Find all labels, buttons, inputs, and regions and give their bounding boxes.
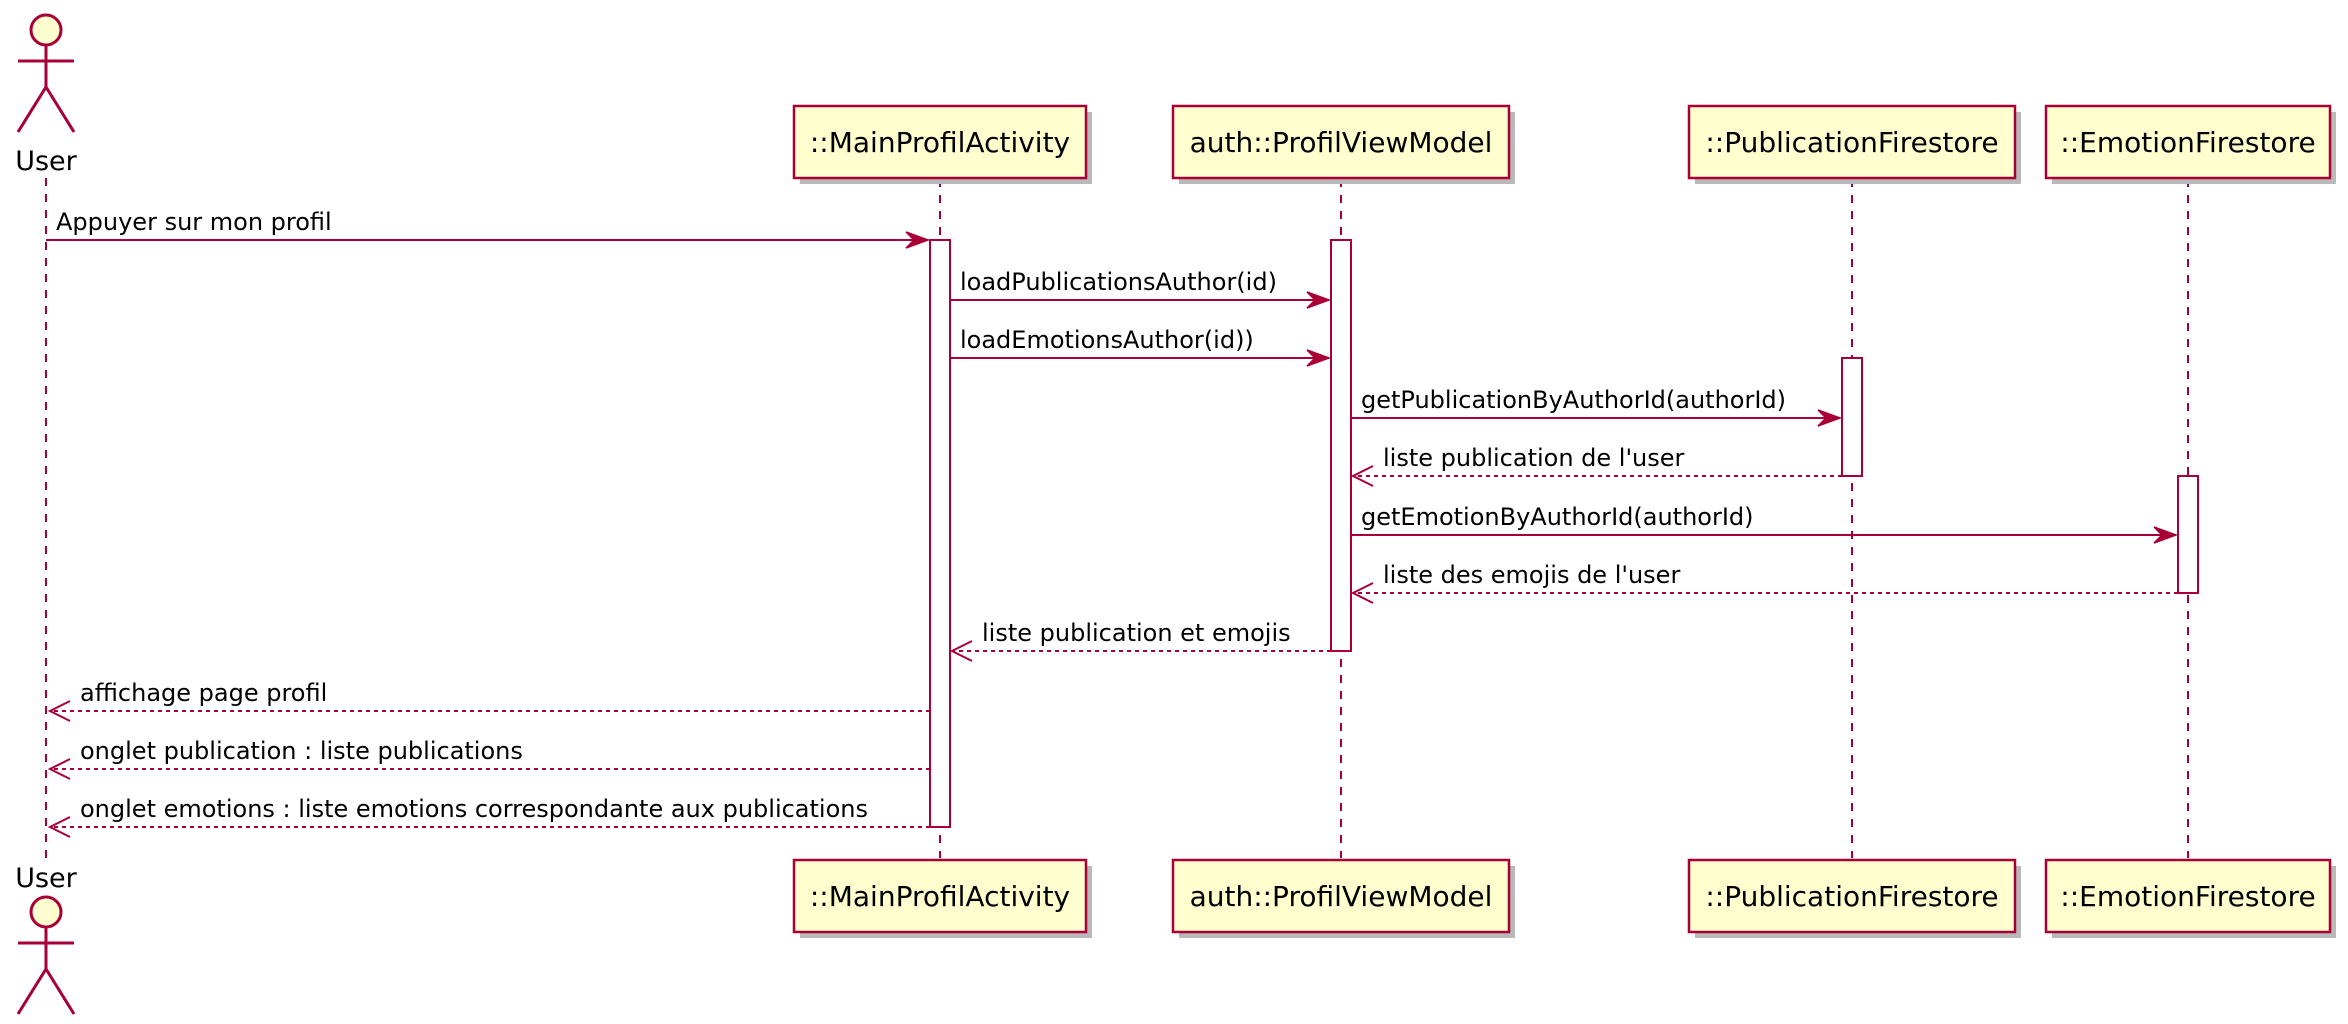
actor-name: User <box>15 863 77 894</box>
actor-head <box>29 13 63 47</box>
participant-name: ::PublicationFirestore <box>1705 880 1998 913</box>
activation-bar-main <box>929 239 951 828</box>
message-11: onglet emotions : liste emotions corresp… <box>47 795 930 838</box>
activation-bar-emo <box>2177 475 2199 594</box>
message-label: getPublicationByAuthorId(authorId) <box>1361 386 1786 414</box>
message-label: loadPublicationsAuthor(id) <box>960 268 1277 296</box>
participant-box-main-top: ::MainProfilActivity <box>792 104 1092 184</box>
message-8: liste publication et emojis <box>949 619 1331 662</box>
arrowhead-filled-icon <box>1306 291 1332 309</box>
activation-bars <box>929 239 2199 828</box>
messages: Appuyer sur mon profil loadPublicationsAu… <box>46 208 2179 838</box>
actor-stroke <box>16 84 76 133</box>
participant-name: ::MainProfilActivity <box>810 126 1070 159</box>
message-3: loadEmotionsAuthor(id)) <box>950 326 1332 367</box>
box-frame <box>2044 104 2332 180</box>
actor-stroke <box>16 966 76 1015</box>
participant-name: auth::ProfilViewModel <box>1190 126 1493 159</box>
box-frame <box>792 858 1088 934</box>
box-frame <box>1171 104 1511 180</box>
participant-box-vm-top: auth::ProfilViewModel <box>1171 104 1515 184</box>
participant-box-main-bottom: ::MainProfilActivity <box>792 858 1092 938</box>
message-label: loadEmotionsAuthor(id)) <box>960 326 1254 354</box>
arrowhead-filled-icon <box>1817 409 1843 427</box>
participant-name: ::PublicationFirestore <box>1705 126 1998 159</box>
participant-name: ::EmotionFirestore <box>2060 126 2315 159</box>
stick-figure-actor-icon <box>16 895 76 1015</box>
message-9: affichage page profil <box>47 679 930 722</box>
message-label: onglet publication : liste publications <box>80 737 523 765</box>
message-5: liste publication de l'user <box>1350 444 1842 487</box>
arrowhead-open-icon <box>47 758 71 780</box>
message-label: onglet emotions : liste emotions corresp… <box>80 795 868 823</box>
box-frame <box>1171 858 1511 934</box>
arrowhead-open-icon <box>1350 465 1374 487</box>
box-frame <box>1687 104 2017 180</box>
participant-name: ::MainProfilActivity <box>810 880 1070 913</box>
message-10: onglet publication : liste publications <box>47 737 930 780</box>
arrowhead-open-icon <box>949 640 973 662</box>
participant-box-emo-top: ::EmotionFirestore <box>2044 104 2336 184</box>
activation-bar-pub <box>1841 357 1863 477</box>
message-label: liste publication de l'user <box>1383 444 1685 472</box>
message-label: liste publication et emojis <box>982 619 1291 647</box>
message-label: liste des emojis de l'user <box>1383 561 1680 589</box>
stick-figure-actor-icon <box>16 13 76 133</box>
actor-user-top: User <box>15 13 78 177</box>
message-7: liste des emojis de l'user <box>1350 561 2178 604</box>
participant-name: ::EmotionFirestore <box>2060 880 2315 913</box>
arrowhead-filled-icon <box>2153 526 2179 544</box>
actor-head <box>29 895 63 929</box>
actor-user-bottom: User <box>15 863 78 1015</box>
box-frame <box>1687 858 2017 934</box>
message-1: Appuyer sur mon profil <box>46 208 931 249</box>
participant-box-pub-top: ::PublicationFirestore <box>1687 104 2021 184</box>
participant-box-emo-bottom: ::EmotionFirestore <box>2044 858 2336 938</box>
participant-boxes: ::MainProfilActivity::MainProfilActivity… <box>792 104 2336 938</box>
participant-box-pub-bottom: ::PublicationFirestore <box>1687 858 2021 938</box>
message-4: getPublicationByAuthorId(authorId) <box>1351 386 1843 427</box>
message-label: getEmotionByAuthorId(authorId) <box>1361 503 1754 531</box>
message-2: loadPublicationsAuthor(id) <box>950 268 1332 309</box>
box-frame <box>2044 858 2332 934</box>
arrowhead-filled-icon <box>905 231 931 249</box>
box-frame <box>792 104 1088 180</box>
arrowhead-filled-icon <box>1306 349 1332 367</box>
activation-bar-vm <box>1330 239 1352 652</box>
participant-name: auth::ProfilViewModel <box>1190 880 1493 913</box>
message-label: Appuyer sur mon profil <box>56 208 332 236</box>
message-label: affichage page profil <box>80 679 327 707</box>
actor-name: User <box>15 146 77 177</box>
arrowhead-open-icon <box>47 816 71 838</box>
participant-box-vm-bottom: auth::ProfilViewModel <box>1171 858 1515 938</box>
message-6: getEmotionByAuthorId(authorId) <box>1351 503 2179 544</box>
arrowhead-open-icon <box>47 700 71 722</box>
arrowhead-open-icon <box>1350 582 1374 604</box>
